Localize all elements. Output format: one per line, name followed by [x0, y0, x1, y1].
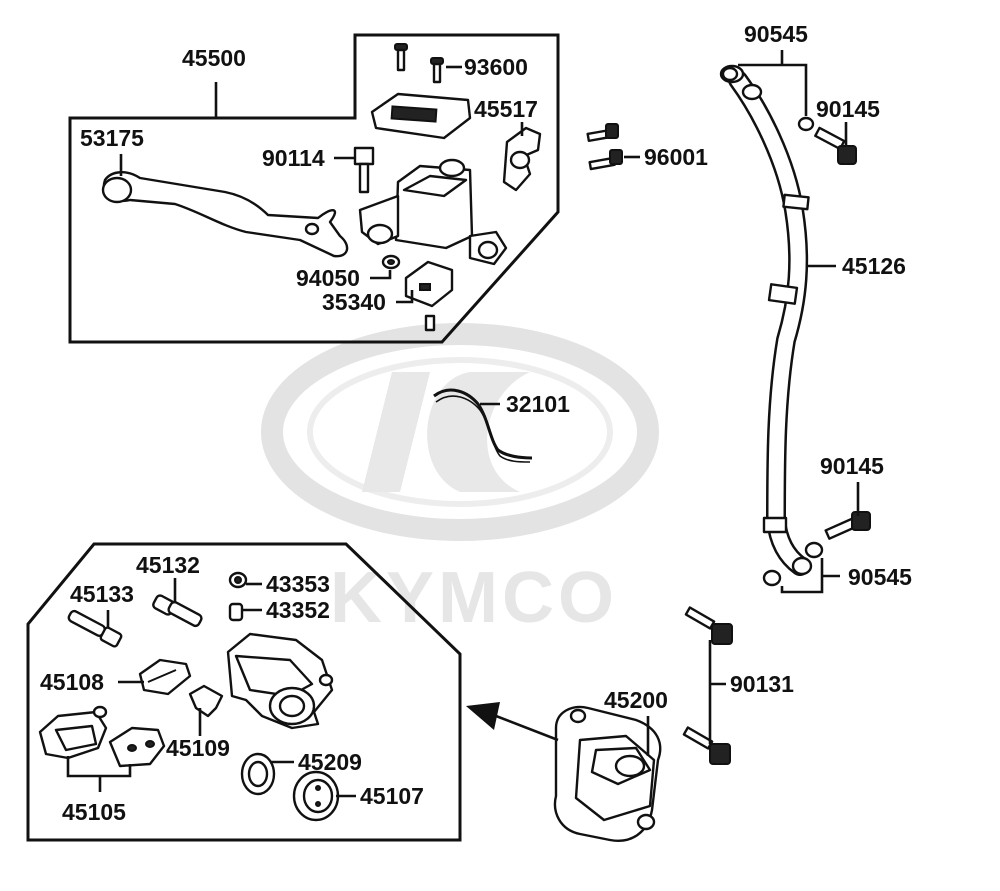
part-label-45109: 45109	[166, 735, 230, 761]
part-label-90145-top: 90145	[816, 96, 880, 122]
brake-hose-drawing	[719, 64, 813, 576]
bolt-drawing-90131	[682, 606, 733, 765]
pad-spring-drawing	[138, 658, 192, 696]
part-label-45209: 45209	[298, 749, 362, 775]
master-cylinder-group-frame	[68, 33, 560, 344]
washer-drawing-90545-top	[721, 66, 815, 132]
banjo-bolt-drawing-90145-bottom	[824, 511, 871, 540]
part-label-93600: 93600	[464, 54, 528, 80]
brake-switch-drawing	[404, 260, 454, 332]
master-cylinder-body-drawing	[358, 158, 508, 266]
part-label-45105: 45105	[62, 799, 126, 825]
part-label-90545-bottom: 90545	[848, 564, 912, 590]
part-label-45517: 45517	[474, 96, 538, 122]
part-label-35340: 35340	[322, 289, 386, 315]
leader-90545-top	[738, 50, 808, 116]
part-label-45132: 45132	[136, 552, 200, 578]
screw-drawing-93600	[394, 43, 444, 84]
brake-pads-drawing	[38, 705, 166, 768]
part-label-94050: 94050	[296, 265, 360, 291]
part-label-90145-bottom: 90145	[820, 453, 884, 479]
piston-drawing	[292, 770, 340, 822]
part-label-43352: 43352	[266, 597, 330, 623]
part-label-32101: 32101	[506, 391, 570, 417]
detail-arrow-head	[466, 702, 500, 730]
piston-seal-drawing	[240, 752, 276, 796]
part-label-90131: 90131	[730, 671, 794, 697]
bleeder-screw-drawing	[228, 602, 244, 622]
leader-94050	[370, 270, 392, 280]
part-label-45500: 45500	[182, 45, 246, 71]
part-label-90114: 90114	[262, 145, 325, 171]
pin-drawing-45133	[67, 609, 123, 648]
pin-drawing-45132	[152, 594, 203, 628]
leader-90131	[708, 640, 726, 744]
bolt-drawing-96001	[586, 123, 623, 171]
caliper-assembly-drawing	[553, 705, 662, 842]
wire-harness-drawing-2	[435, 395, 531, 463]
leader-45105	[66, 756, 132, 792]
leader-90545-bottom	[780, 558, 840, 594]
detail-arrow	[495, 714, 559, 742]
part-label-96001: 96001	[644, 144, 708, 170]
bolt-drawing-90114	[353, 146, 375, 194]
part-label-45108: 45108	[40, 669, 104, 695]
pad-clip-drawing	[188, 684, 224, 718]
banjo-bolt-drawing-90145-top	[814, 126, 857, 165]
watermark-text: KYMCO	[330, 558, 618, 638]
handlebar-clamp-drawing	[502, 126, 542, 192]
part-label-45133: 45133	[70, 581, 134, 607]
part-label-45107: 45107	[360, 783, 424, 809]
bleeder-cap-drawing	[228, 571, 248, 589]
part-label-53175: 53175	[80, 125, 144, 151]
part-label-45200: 45200	[604, 687, 668, 713]
reservoir-cap-drawing	[370, 92, 472, 140]
washer-drawing-94050	[381, 254, 401, 270]
caliper-detail-frame	[26, 542, 462, 842]
kymco-watermark-logo: KYMCO	[261, 323, 659, 638]
washer-drawing-90545-bottom	[762, 541, 824, 587]
brake-lever-drawing	[101, 171, 349, 258]
part-label-45126: 45126	[842, 253, 906, 279]
leader-35340	[396, 290, 414, 304]
part-label-90545-top: 90545	[744, 21, 808, 47]
part-label-43353: 43353	[266, 571, 330, 597]
caliper-body-detail-drawing	[226, 632, 334, 730]
